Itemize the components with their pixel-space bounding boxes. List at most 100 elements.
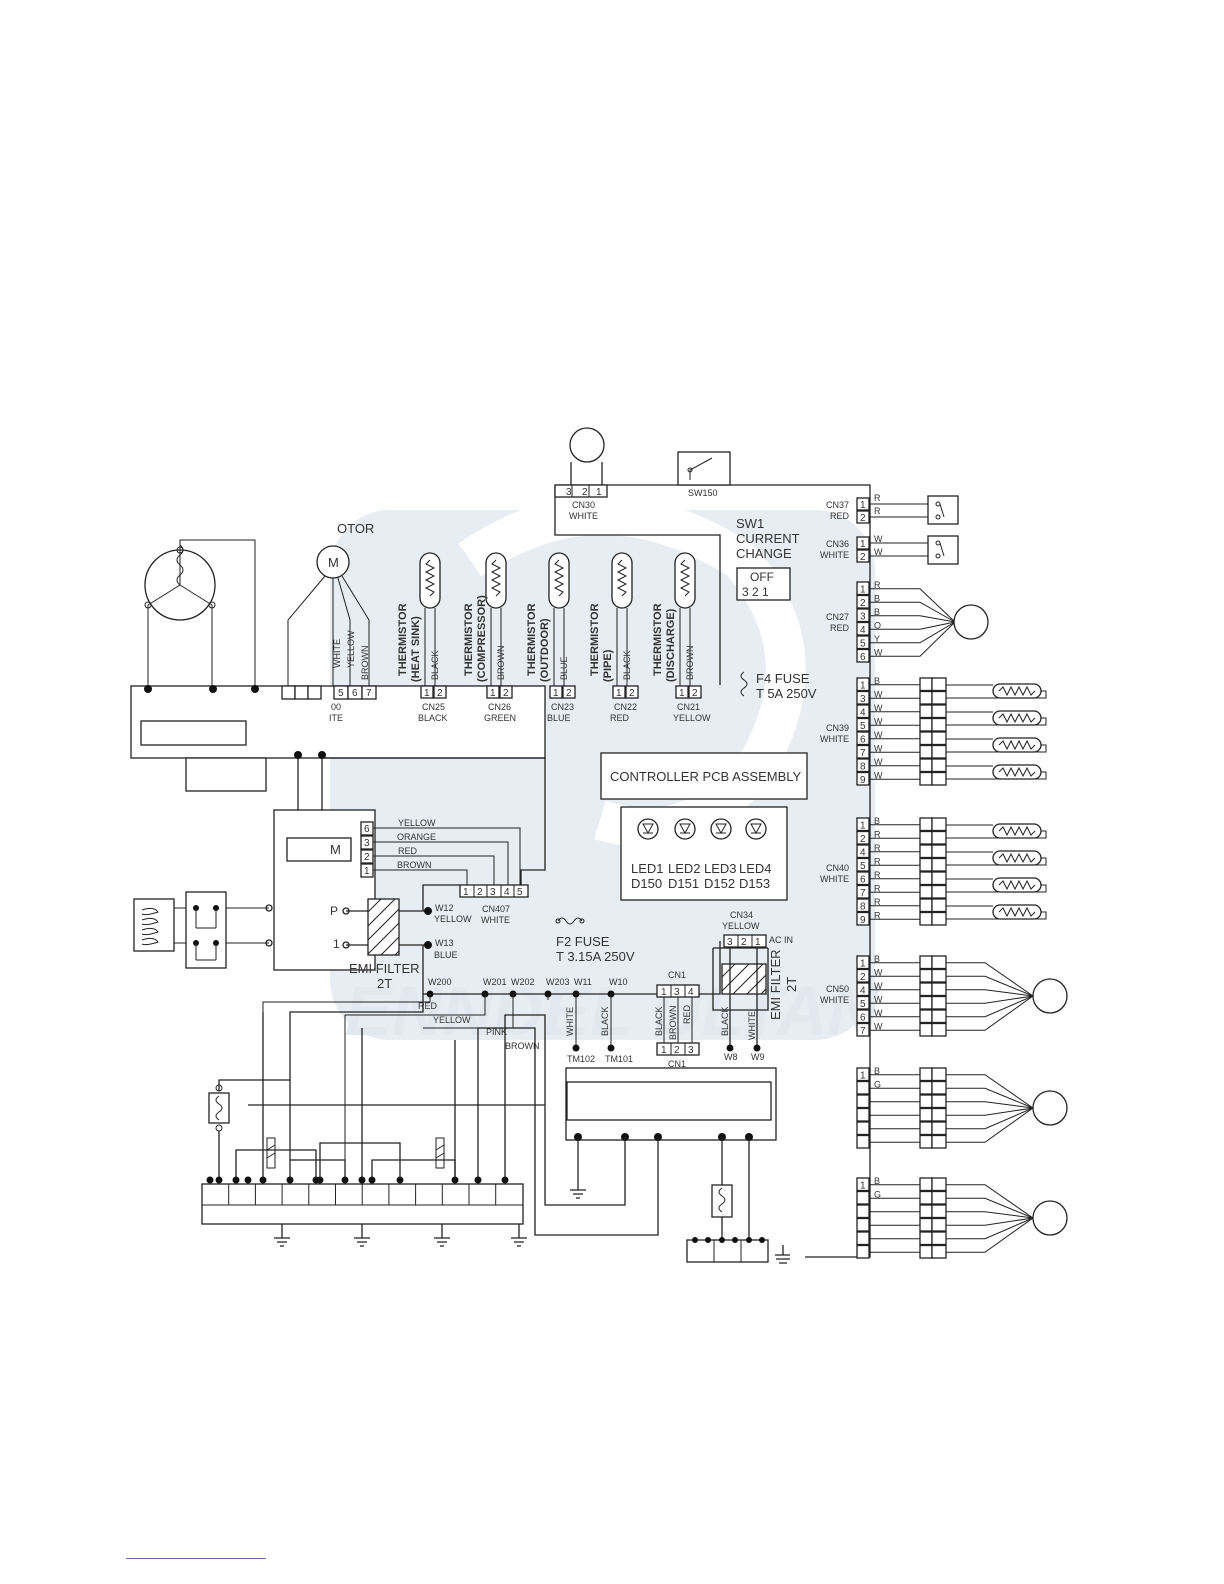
w12-color: YELLOW bbox=[434, 914, 472, 924]
pcb-outline: 3 2 1 CN30 WHITE SW150 bbox=[554, 427, 871, 1258]
cn39-pin-1: 1 bbox=[860, 681, 866, 692]
cn1-bottom-label: CN1 bbox=[668, 1059, 686, 1069]
sw150-label: SW150 bbox=[688, 488, 718, 498]
cn34-pin-3: 3 bbox=[727, 937, 733, 948]
fan-motor: OTOR M WHITE YELLOW BROWN bbox=[287, 521, 374, 686]
bottom-right-motor-icon-2 bbox=[1032, 1200, 1068, 1236]
cn50-wire-4: W bbox=[874, 995, 883, 1005]
cn22-color: RED bbox=[610, 713, 630, 723]
cn25-pin-1: 1 bbox=[424, 688, 430, 699]
thermistor-icon-5 bbox=[674, 552, 696, 609]
cn50-pin-6: 7 bbox=[860, 1026, 866, 1037]
cn50-motor-icon bbox=[1032, 978, 1068, 1014]
cn1-bottom-pin-2: 2 bbox=[674, 1045, 680, 1056]
cn40-wire-2: R bbox=[874, 830, 881, 840]
thermistor-wire-1: BLACK bbox=[430, 650, 440, 680]
cn37-pin-1: 1 bbox=[860, 500, 866, 511]
cn27-pin-4: 4 bbox=[860, 625, 866, 636]
thermistor-sub-3: (OUTDOOR) bbox=[539, 618, 551, 682]
cn40-wire-6: R bbox=[874, 884, 881, 894]
cn50-wire-5: W bbox=[874, 1008, 883, 1018]
cn25-pin-2: 2 bbox=[437, 688, 443, 699]
led-ref-1: D150 bbox=[631, 876, 662, 891]
led-ref-3: D152 bbox=[704, 876, 735, 891]
led-icon-1 bbox=[637, 818, 659, 840]
cn34-color: YELLOW bbox=[722, 921, 760, 931]
reactor-coil-icon bbox=[133, 898, 175, 952]
w12-label: W12 bbox=[435, 903, 454, 913]
fuse-f2-name: F2 FUSE bbox=[556, 934, 610, 949]
cn37-color: RED bbox=[830, 511, 850, 521]
thermistor-wire-5: BROWN bbox=[685, 646, 695, 681]
thermistor-wire-4: BLACK bbox=[622, 650, 632, 680]
w13-label: W13 bbox=[435, 938, 454, 948]
cn407-color: WHITE bbox=[481, 915, 510, 925]
terminal-4-label: W203 bbox=[546, 977, 570, 987]
cn39-label: CN39 bbox=[826, 723, 849, 733]
emi-left-name: EMI FILTER bbox=[349, 961, 420, 976]
cn407-pin-5: 5 bbox=[517, 887, 523, 898]
cn27-pin-2: 2 bbox=[860, 598, 866, 609]
cn27-color: RED bbox=[830, 623, 850, 633]
fan-motor-label: OTOR bbox=[337, 521, 374, 536]
cn50-pin-2: 2 bbox=[860, 972, 866, 983]
thermistor-icon-4 bbox=[611, 552, 633, 609]
cn407-pin-2: 2 bbox=[477, 887, 483, 898]
cn39-wire-8: W bbox=[874, 771, 883, 781]
cn39-pin-4: 5 bbox=[860, 721, 866, 732]
thermistor-wire-2: BROWN bbox=[496, 646, 506, 681]
cn1-wire-brown: BROWN bbox=[668, 1006, 678, 1041]
cn39-wire-3: W bbox=[874, 703, 883, 713]
sw1-line2: CURRENT bbox=[736, 531, 800, 546]
terminal-6-label: W10 bbox=[609, 977, 628, 987]
cn1-top-pin-4: 4 bbox=[688, 987, 694, 998]
cn39-pin-7: 8 bbox=[860, 762, 866, 773]
tm101-label: TM101 bbox=[605, 1054, 633, 1064]
cn39-pin-2: 3 bbox=[860, 694, 866, 705]
cn50-label: CN50 bbox=[826, 984, 849, 994]
emi-filter-left: EMI FILTER 2T W12 YELLOW W13 BLUE bbox=[346, 884, 721, 995]
valve-symbol: M bbox=[330, 842, 341, 857]
fan-conn-pin-7: 7 bbox=[366, 688, 372, 699]
led-name-1: LED1 bbox=[631, 861, 664, 876]
cn34-pin-2: 2 bbox=[741, 937, 747, 948]
cn37-wire-1: R bbox=[874, 493, 881, 503]
cn39-wire-7: W bbox=[874, 757, 883, 767]
cn30-pin-3: 3 bbox=[566, 487, 572, 498]
cn36-color: WHITE bbox=[820, 550, 849, 560]
cn21-pin-1: 1 bbox=[679, 688, 685, 699]
reactor-coil bbox=[133, 891, 269, 969]
cn22-pin-1: 1 bbox=[616, 688, 622, 699]
cn407-pin-1: 1 bbox=[463, 887, 469, 898]
w8-wire: BLACK bbox=[720, 1006, 730, 1036]
cn27-motor-icon bbox=[953, 604, 989, 640]
cn22-label: CN22 bbox=[614, 702, 637, 712]
cn40-pin-6: 7 bbox=[860, 888, 866, 899]
cn40-wire-3: R bbox=[874, 843, 881, 853]
cn27-pin-3: 3 bbox=[860, 612, 866, 623]
led-ref-2: D151 bbox=[668, 876, 699, 891]
cn50-color: WHITE bbox=[820, 995, 849, 1005]
fuse-f2: F2 FUSE T 3.15A 250V bbox=[555, 917, 635, 964]
valve-p-label: P bbox=[330, 904, 338, 918]
cn27-pin-6: 6 bbox=[860, 652, 866, 663]
thermistor-icon-2 bbox=[485, 552, 507, 609]
cn407-pin-3: 3 bbox=[490, 887, 496, 898]
cn39-wire-6: W bbox=[874, 744, 883, 754]
compressor-terminal-block: 5 6 7 00 ITE bbox=[130, 685, 546, 792]
thermistor-icon-1 bbox=[419, 552, 441, 609]
fuse-left-icon bbox=[208, 1092, 230, 1124]
cn40-wire-1: B bbox=[874, 816, 880, 826]
cn27-pin-1: 1 bbox=[860, 585, 866, 596]
cn27-wire-2: B bbox=[874, 594, 880, 604]
cn37-switch-icon bbox=[927, 495, 959, 525]
sw1-positions: 3 2 1 bbox=[742, 585, 769, 599]
cn37-group: CN37 RED 1 2 R R bbox=[826, 493, 959, 525]
pcb-title: CONTROLLER PCB ASSEMBLY bbox=[610, 769, 802, 784]
cn40-pin-7: 8 bbox=[860, 902, 866, 913]
